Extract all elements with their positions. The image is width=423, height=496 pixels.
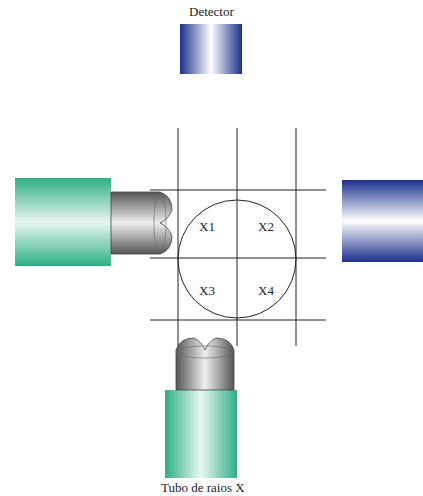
detector-label: Detector [189,5,234,18]
xray-tube-left [15,178,111,266]
detector-right [342,180,423,262]
tube-head-left [111,192,172,254]
cell-label: X3 [199,284,215,297]
cell-label: X4 [258,284,274,297]
xray-tube-bottom [165,390,237,478]
grid-lines [150,128,326,346]
tube-label: Tubo de raios X [161,481,245,494]
cell-label: X2 [258,220,274,233]
tube-head-bottom [176,338,234,390]
tube-head-left-rim [154,194,166,252]
detector-top [180,24,242,74]
cell-label: X1 [199,220,215,233]
tube-head-bottom-rim [176,346,234,358]
object-circle [178,200,296,318]
